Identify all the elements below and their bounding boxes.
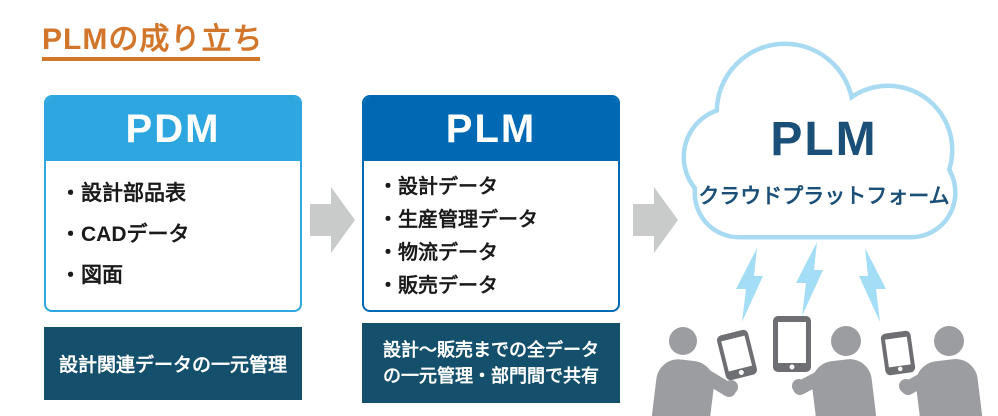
list-item: ・販売データ [378, 275, 498, 297]
tablet-icon [773, 316, 811, 372]
plm-box-body: ・設計データ ・生産管理データ ・物流データ ・販売データ [364, 161, 618, 303]
lightning-icon [796, 242, 823, 316]
list-item: ・CADデータ [60, 223, 190, 246]
list-item: ・図面 [60, 264, 123, 287]
cloud-plm-title: PLM [770, 113, 878, 166]
pdm-caption: 設計関連データの一元管理 [44, 327, 302, 400]
smartphone-icon [880, 330, 916, 376]
smartphone-icon [716, 329, 758, 381]
arrow-right-icon [633, 187, 678, 253]
person-figure [901, 326, 983, 416]
pdm-box-header: PDM [46, 97, 300, 161]
arrow-right-icon [310, 187, 355, 253]
plm-caption-line: 設計～販売までの全データ [383, 340, 599, 360]
pdm-box: PDM ・設計部品表 ・CADデータ ・図面 [44, 95, 302, 312]
pdm-box-body: ・設計部品表 ・CADデータ ・図面 [46, 161, 300, 296]
hand [792, 379, 806, 393]
hand [899, 379, 913, 393]
person-figure [793, 326, 877, 416]
list-item: ・生産管理データ [378, 209, 538, 231]
plm-caption: 設計～販売までの全データ の一元管理・部門間で共有 [362, 323, 620, 403]
plm-box-header: PLM [364, 97, 618, 161]
cloud-shape [681, 41, 958, 240]
list-item: ・物流データ [378, 242, 498, 264]
plm-box: PLM ・設計データ ・生産管理データ ・物流データ ・販売データ [362, 95, 620, 312]
person-figure [651, 327, 736, 416]
plm-caption-line: の一元管理・部門間で共有 [383, 366, 599, 386]
page-title: PLMの成り立ち [42, 23, 264, 56]
hand [724, 380, 738, 394]
lightning-icon [736, 248, 763, 322]
list-item: ・設計部品表 [60, 182, 186, 205]
title-underline [42, 57, 260, 61]
lightning-icon [859, 248, 886, 322]
cloud-subtitle: クラウドプラットフォーム [698, 185, 950, 208]
list-item: ・設計データ [378, 176, 498, 198]
